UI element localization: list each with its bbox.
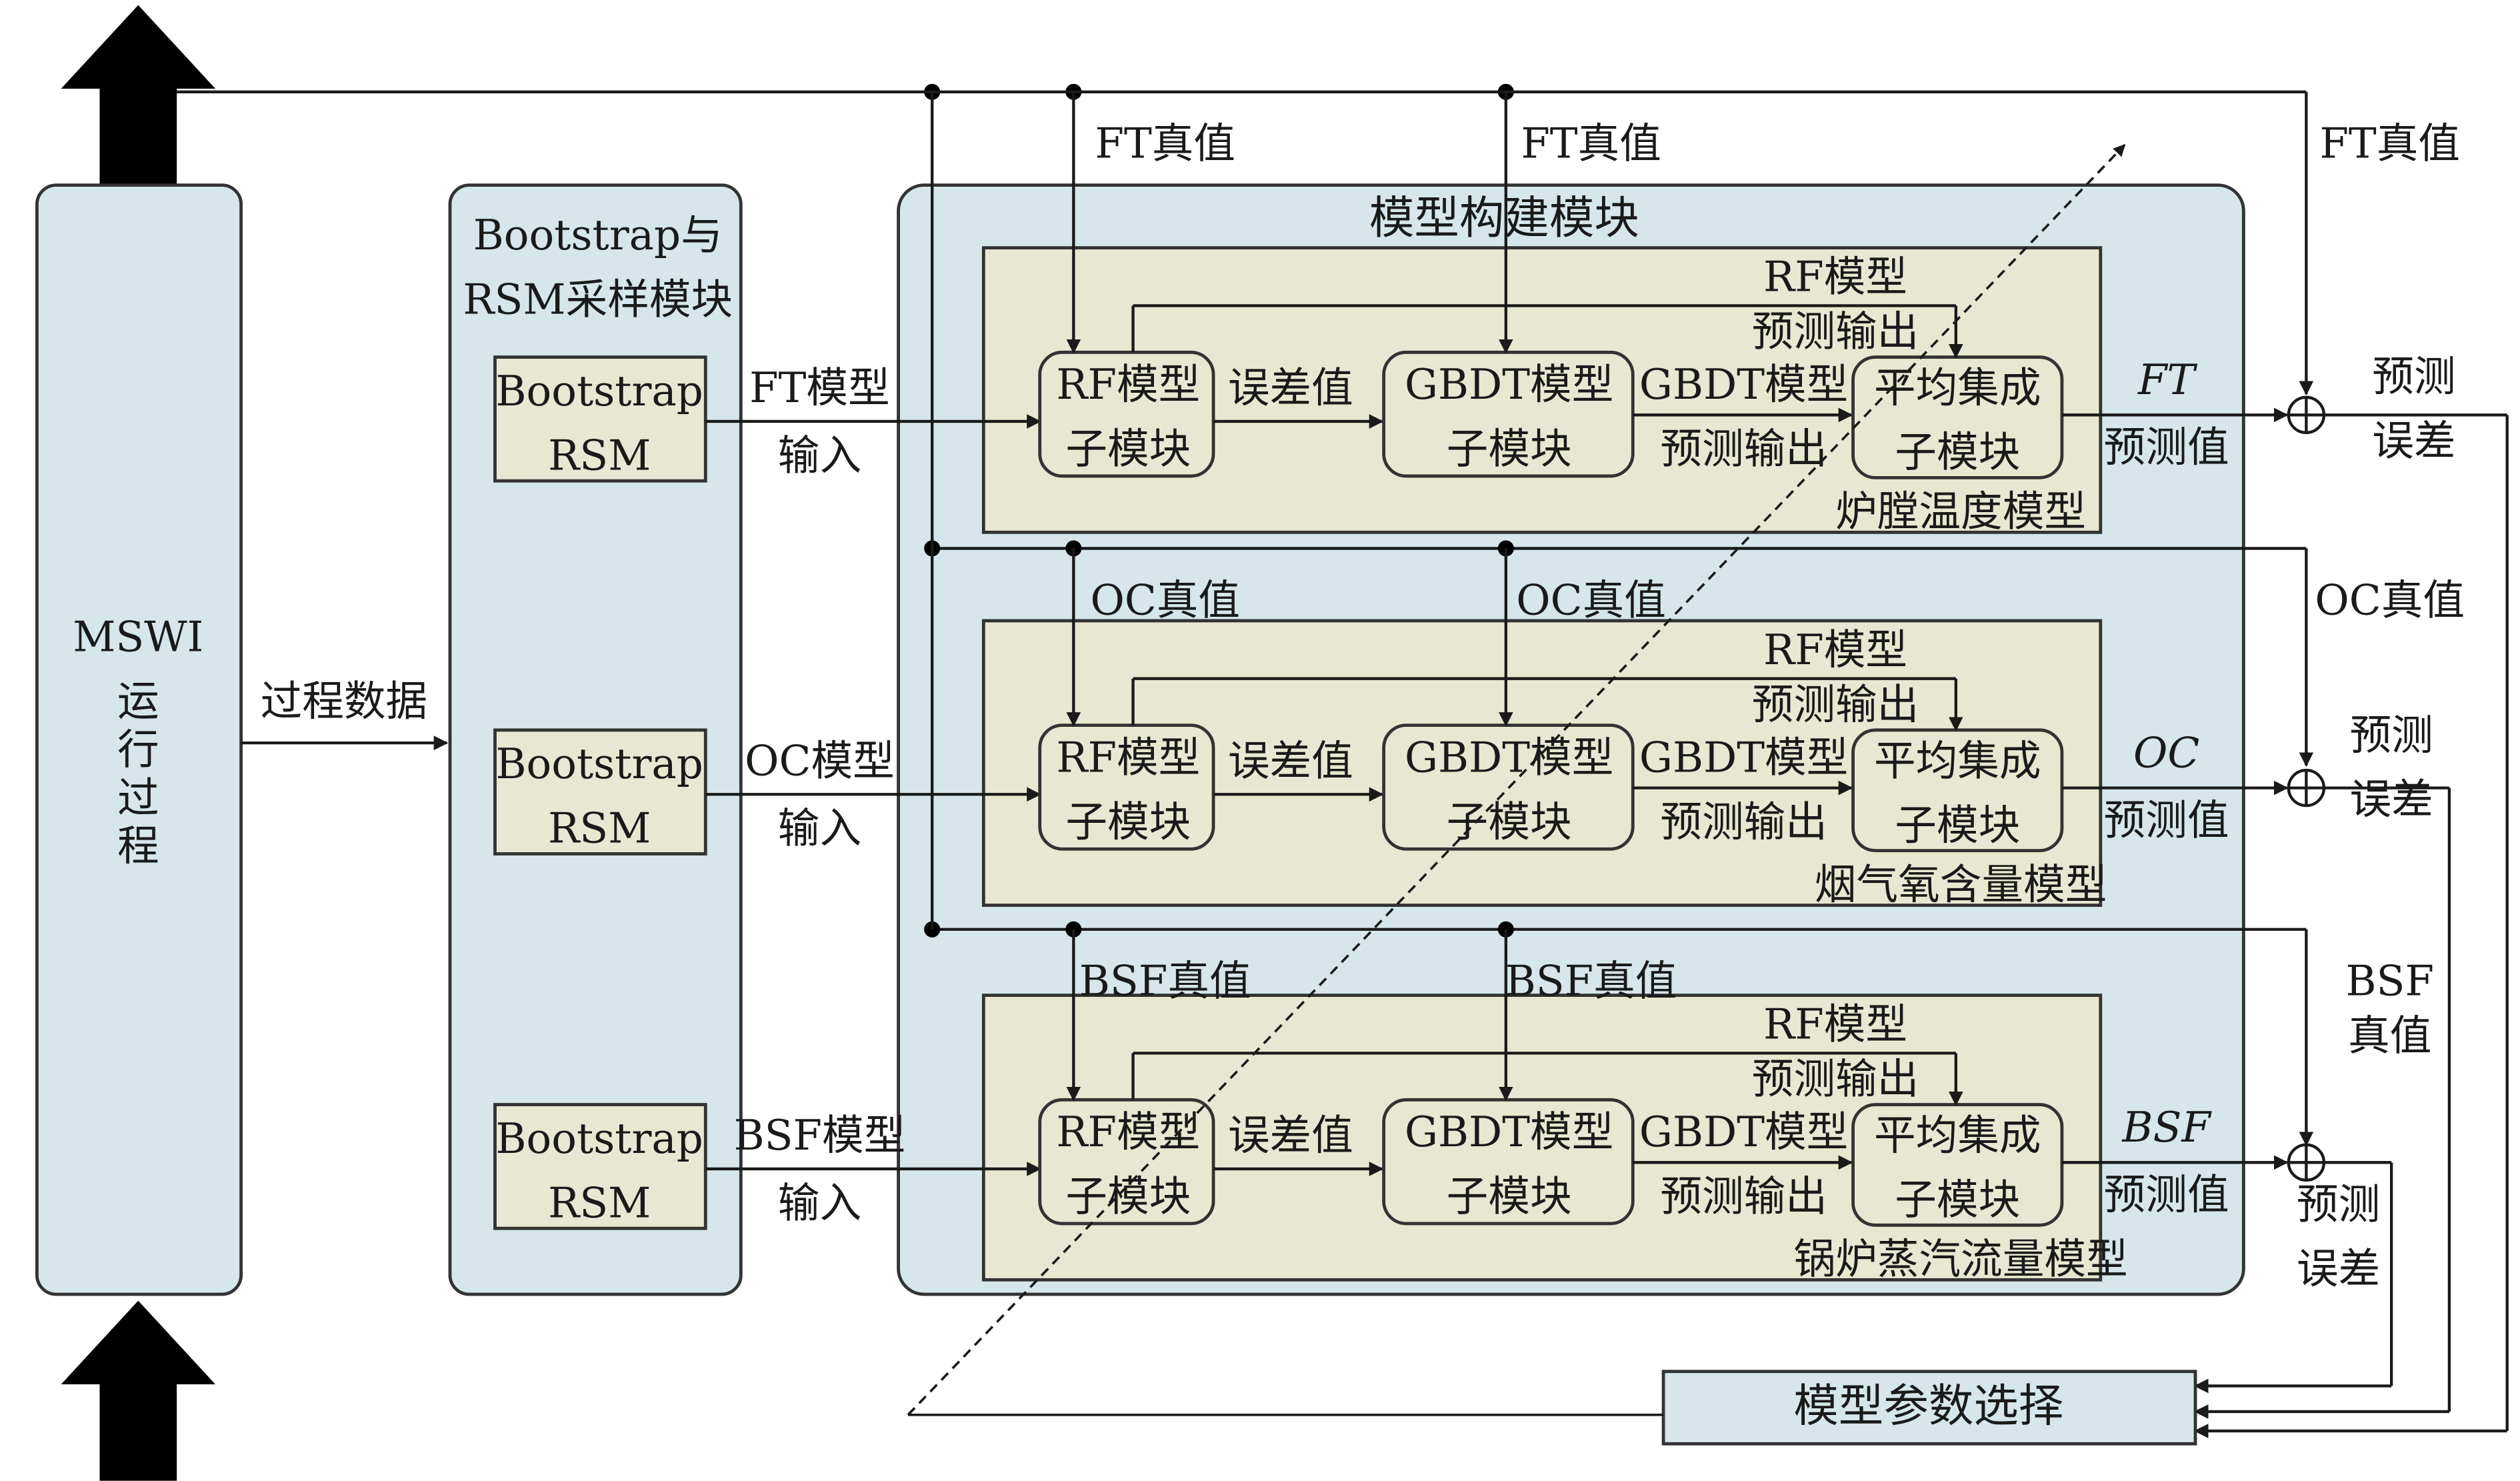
up-arrow-icon	[61, 5, 216, 185]
rf-submodule-label: RF模型	[1056, 733, 1200, 782]
rsm-box-label: RSM	[548, 1178, 651, 1227]
bootstrap-box-label: Bootstrap	[495, 1114, 703, 1163]
truth-label: BSF真值	[1505, 957, 1677, 1006]
rf-submodule-label: 子模块	[1065, 1172, 1191, 1221]
bootstrap-panel-subtitle: RSM采样模块	[463, 275, 733, 323]
prediction-error-label: 预测	[2297, 1180, 2380, 1229]
prediction-error-label: 误差	[2297, 1244, 2380, 1293]
bootstrap-box-label: Bootstrap	[495, 739, 703, 788]
rf-submodule-label: 子模块	[1065, 425, 1191, 473]
prediction-error-label: 预测	[2372, 352, 2455, 401]
output-label: 预测值	[2104, 796, 2229, 845]
truth-label: BSF真值	[1079, 957, 1251, 1006]
error-value-label: 误差值	[1228, 1111, 1353, 1160]
model-input-label: BSF模型	[734, 1111, 906, 1160]
model-subpanel	[981, 994, 2103, 1282]
gbdt-submodule-label: 子模块	[1447, 425, 1572, 473]
rf-output-label: RF模型	[1763, 253, 1907, 301]
gbdt-output-label: 预测输出	[1660, 798, 1827, 846]
gbdt-output-label: GBDT模型	[1639, 733, 1848, 782]
avg-ensemble-label: 平均集成	[1874, 363, 2041, 412]
rsm-box-label: RSM	[548, 804, 651, 853]
rf-submodule-label: RF模型	[1056, 1108, 1200, 1156]
prediction-error-label: 预测	[2349, 711, 2433, 760]
rf-output-label: RF模型	[1763, 625, 1907, 674]
up-arrow-icon	[61, 1300, 216, 1481]
right-truth-label: FT真值	[2319, 119, 2460, 168]
bootstrap-panel-title: Bootstrap与	[473, 211, 723, 259]
right-truth-label: OC真值	[2315, 575, 2465, 624]
bootstrap-box-label: Bootstrap	[495, 367, 703, 415]
gbdt-submodule-label: GBDT模型	[1405, 733, 1613, 782]
model-input-label: 输入	[778, 804, 861, 853]
selector-label: 模型参数选择	[1793, 1379, 2063, 1432]
rsm-box-label: RSM	[548, 431, 651, 479]
gbdt-output-label: GBDT模型	[1639, 360, 1848, 409]
output-abbr: FT	[2137, 355, 2197, 404]
avg-ensemble-label: 子模块	[1895, 801, 2020, 850]
output-abbr: BSF	[2121, 1103, 2212, 1152]
process-data-label: 过程数据	[261, 677, 428, 725]
rf-submodule-label: RF模型	[1056, 360, 1200, 409]
rf-submodule	[1038, 350, 1215, 478]
avg-ensemble-label: 平均集成	[1874, 736, 2041, 785]
model-input-label: OC模型	[745, 736, 895, 785]
mswi-panel: MSWI 运行过程	[35, 183, 243, 1296]
rf-output-label: 预测输出	[1752, 680, 1919, 729]
truth-label: FT真值	[1521, 119, 1661, 168]
gbdt-output-label: 预测输出	[1660, 425, 1827, 473]
bootstrap-panel: Bootstrap与 RSM采样模块 BootstrapRSMBootstrap…	[448, 183, 743, 1296]
gbdt-output-label: GBDT模型	[1639, 1108, 1848, 1156]
model-build-title: 模型构建模块	[1369, 191, 1639, 244]
avg-ensemble-label: 平均集成	[1874, 1111, 2041, 1160]
error-value-label: 误差值	[1228, 736, 1353, 785]
rf-output-label: 预测输出	[1752, 1055, 1919, 1104]
gbdt-submodule-label: 子模块	[1447, 798, 1572, 846]
truth-label: FT真值	[1095, 119, 1235, 168]
rf-submodule	[1038, 1098, 1215, 1226]
truth-label: OC真值	[1090, 575, 1240, 624]
avg-ensemble-label: 子模块	[1895, 1175, 2020, 1224]
model-name: 烟气氧含量模型	[1815, 860, 2107, 909]
mswi-subtitle: 运行过程	[117, 677, 159, 870]
output-abbr: OC	[2133, 728, 2199, 777]
right-truth-label: 真值	[2348, 1012, 2431, 1060]
rf-output-label: 预测输出	[1752, 307, 1919, 356]
model-name: 炉膛温度模型	[1835, 487, 2086, 536]
model-subpanel	[981, 246, 2103, 534]
model-param-selector: 模型参数选择	[1661, 1370, 2197, 1446]
rf-submodule-label: 子模块	[1065, 798, 1191, 846]
output-label: 预测值	[2104, 423, 2229, 471]
model-subpanel	[981, 619, 2103, 908]
gbdt-submodule-label: 子模块	[1447, 1172, 1572, 1221]
model-name: 锅炉蒸汽流量模型	[1793, 1235, 2127, 1284]
prediction-error-label: 误差	[2372, 417, 2455, 465]
error-value-label: 误差值	[1228, 363, 1353, 412]
gbdt-submodule-label: GBDT模型	[1405, 1108, 1613, 1156]
mswi-title: MSWI	[73, 613, 203, 661]
model-input-label: FT模型	[749, 363, 890, 412]
rf-output-label: RF模型	[1763, 1000, 1907, 1049]
prediction-error-label: 误差	[2349, 775, 2433, 824]
output-label: 预测值	[2104, 1170, 2229, 1219]
model-input-label: 输入	[778, 1178, 861, 1227]
gbdt-output-label: 预测输出	[1660, 1172, 1827, 1221]
avg-ensemble-label: 子模块	[1895, 427, 2020, 476]
rf-submodule	[1038, 723, 1215, 851]
param-tuning-diagonal	[907, 144, 2126, 1416]
right-truth-label: BSF	[2346, 957, 2434, 1006]
model-input-label: 输入	[778, 431, 861, 479]
truth-label: OC真值	[1516, 575, 1666, 624]
gbdt-submodule-label: GBDT模型	[1405, 360, 1613, 409]
